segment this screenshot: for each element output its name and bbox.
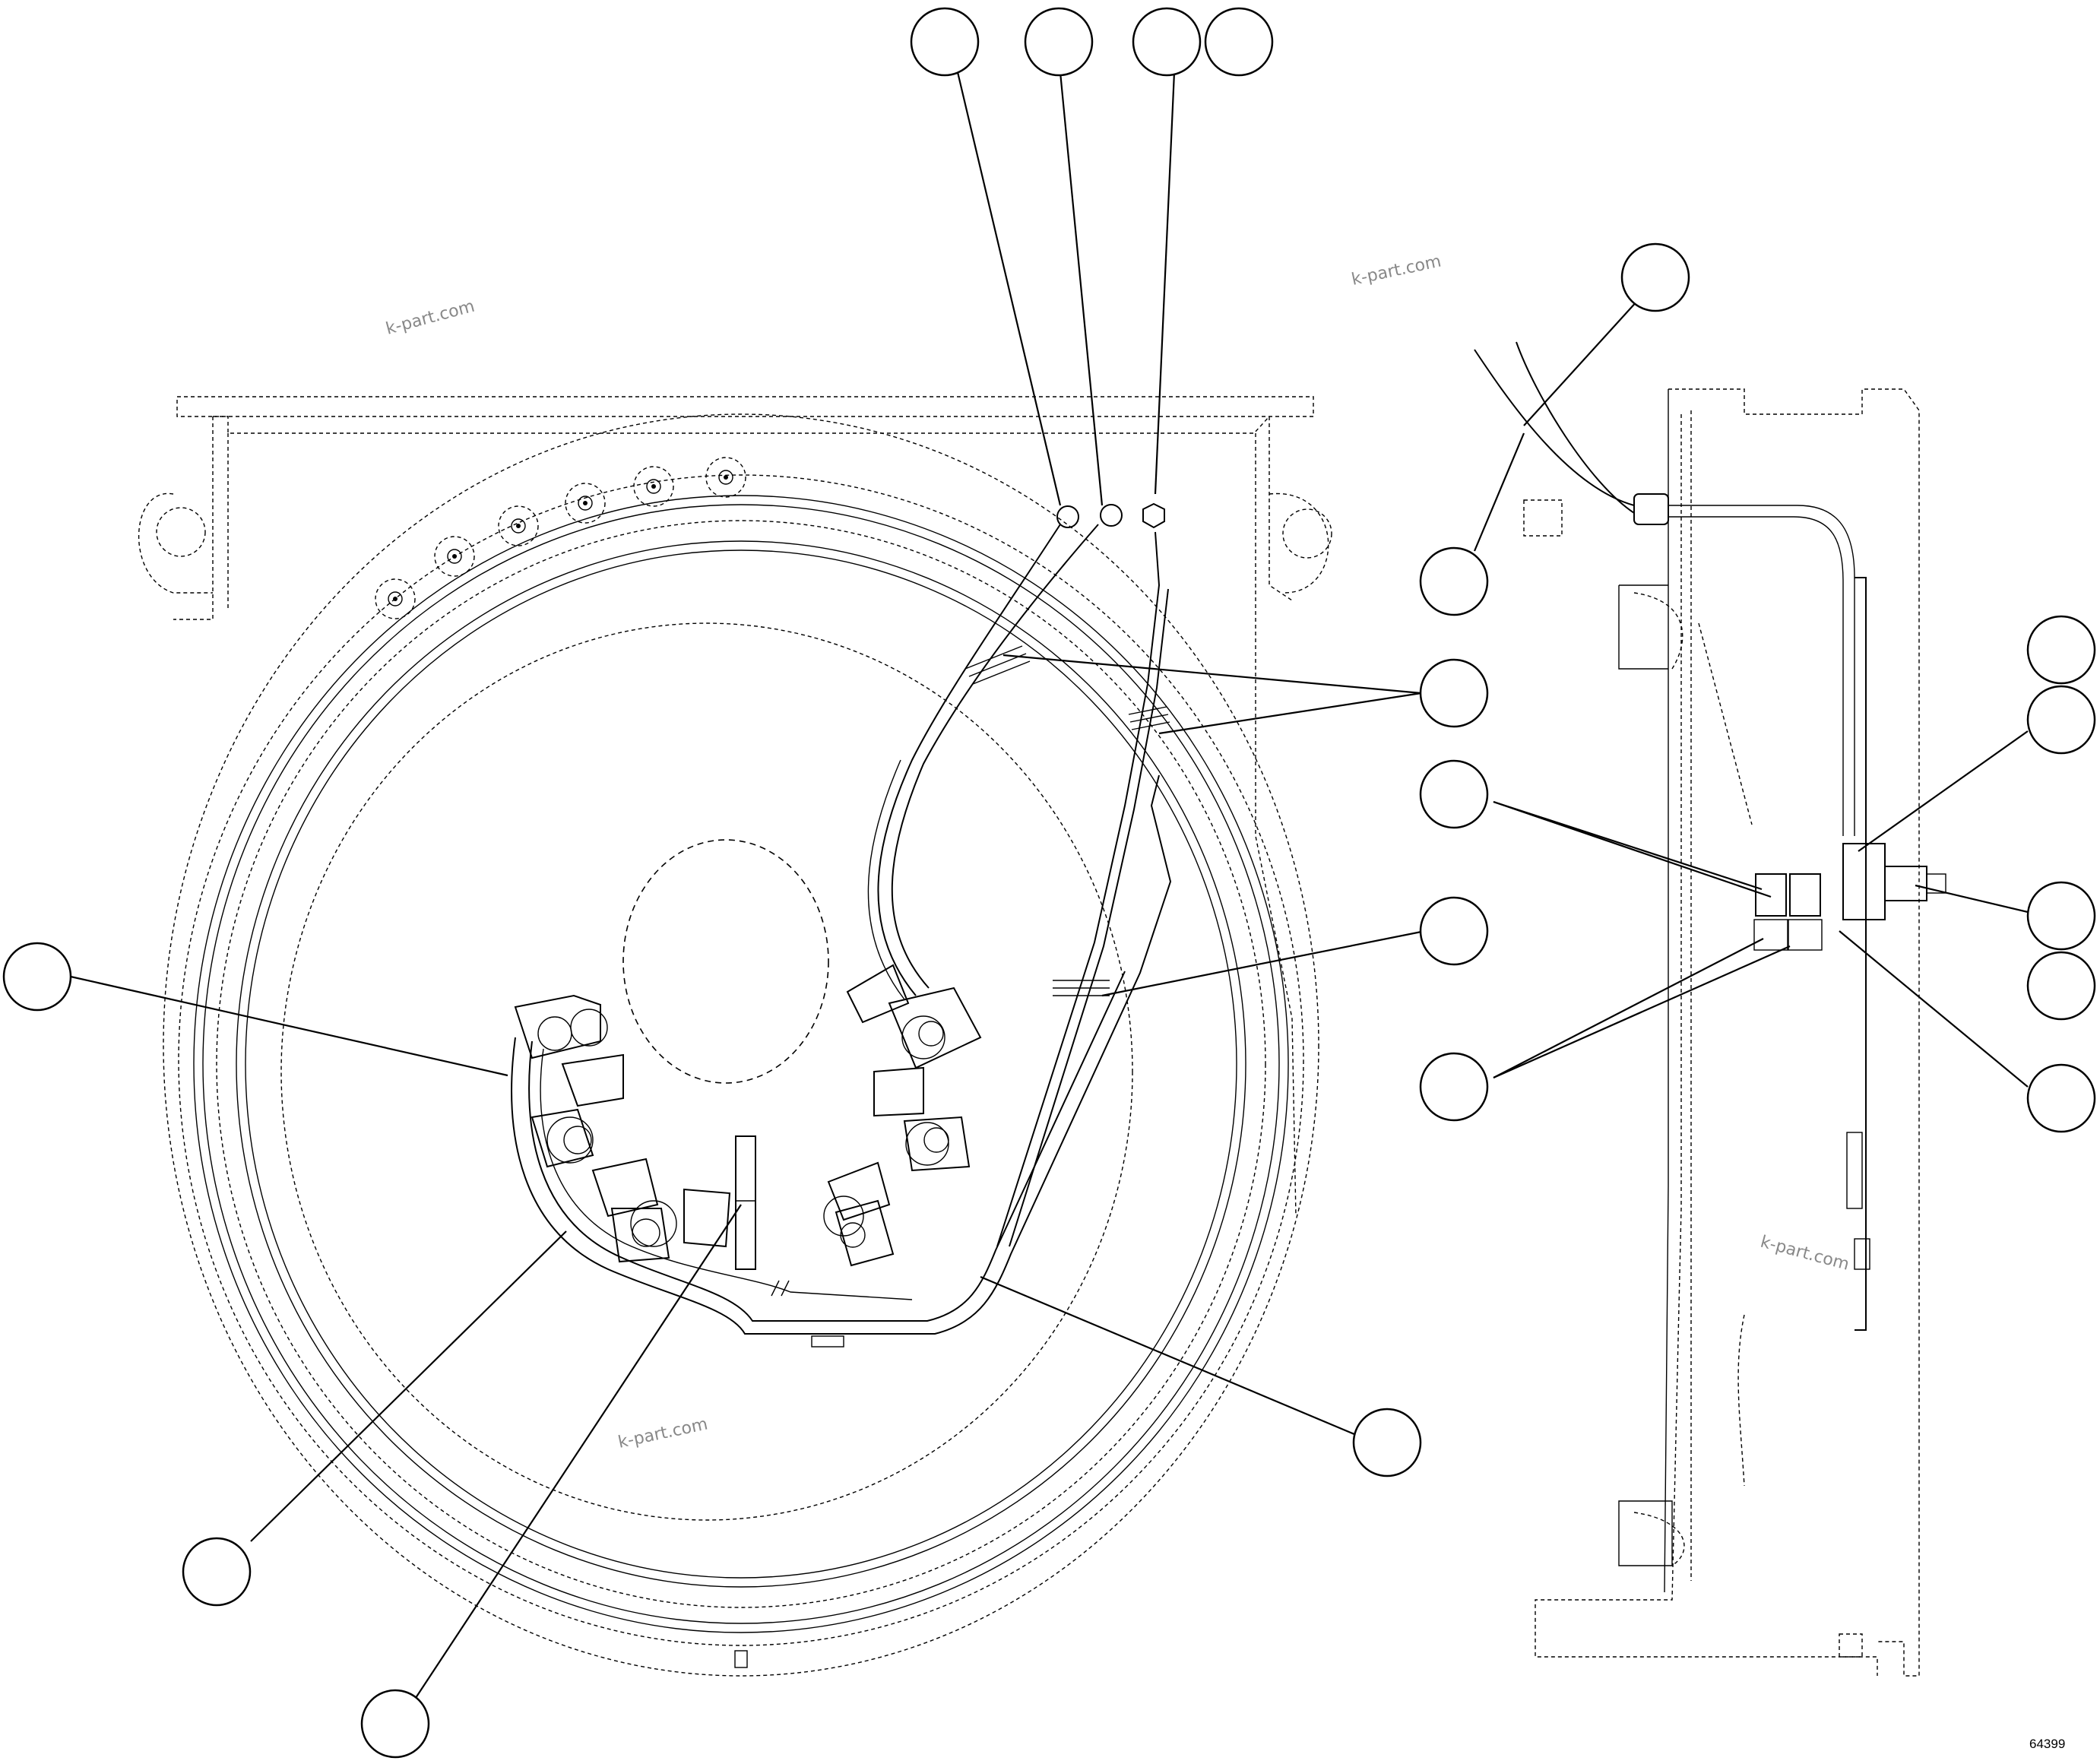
callout-bubble xyxy=(2,942,72,1012)
callout-bubble xyxy=(910,7,980,77)
callout-bubble xyxy=(182,1537,252,1607)
watermark: k-part.com xyxy=(1758,1233,1851,1275)
terminal-nut xyxy=(1142,502,1165,529)
callout-bubble xyxy=(1132,7,1202,77)
right-mount-hole xyxy=(1282,508,1332,559)
cable-grommet xyxy=(1633,493,1669,525)
watermark: k-part.com xyxy=(384,297,477,339)
callout-bubble xyxy=(360,1689,430,1759)
left-mount-hole xyxy=(156,507,206,557)
callout-bubble xyxy=(2026,615,2096,685)
terminal-eyelet-1 xyxy=(1056,505,1079,528)
side-section xyxy=(1474,341,1946,1677)
right-brush-2 xyxy=(1789,873,1821,917)
leader-lines xyxy=(70,71,2029,1703)
callout-bubble xyxy=(1419,896,1489,966)
callout-bubble xyxy=(1419,546,1489,616)
callout-bubble xyxy=(1024,7,1094,77)
rotor-shaft-circle xyxy=(622,839,829,1084)
bolt-hole-row xyxy=(375,457,746,619)
lead-wires xyxy=(771,502,1170,1297)
watermark: k-part.com xyxy=(616,1415,709,1452)
callout-bubble xyxy=(1352,1408,1422,1477)
terminal-eyelet-2 xyxy=(1100,504,1123,527)
bottom-bolt xyxy=(734,1650,748,1668)
callout-bubble xyxy=(2026,1063,2096,1133)
callout-bubble xyxy=(2026,685,2096,755)
callout-bubble xyxy=(1620,242,1690,312)
watermark: k-part.com xyxy=(1350,252,1443,290)
brush-holder-assembly xyxy=(511,774,1172,1348)
callout-bubble xyxy=(2026,951,2096,1021)
callout-bubbles xyxy=(2,7,2096,1759)
callout-bubble xyxy=(1204,7,1274,77)
figure-number: 64399 xyxy=(2029,1737,2065,1751)
callout-bubble xyxy=(1419,759,1489,829)
right-bracket xyxy=(1842,843,1886,920)
callout-bubble xyxy=(1419,658,1489,728)
housing-rings xyxy=(163,413,1319,1677)
housing-outline xyxy=(138,396,1332,1668)
callout-bubble xyxy=(1419,1052,1489,1122)
right-brush-1 xyxy=(1755,873,1787,917)
callout-bubble xyxy=(2026,881,2096,951)
